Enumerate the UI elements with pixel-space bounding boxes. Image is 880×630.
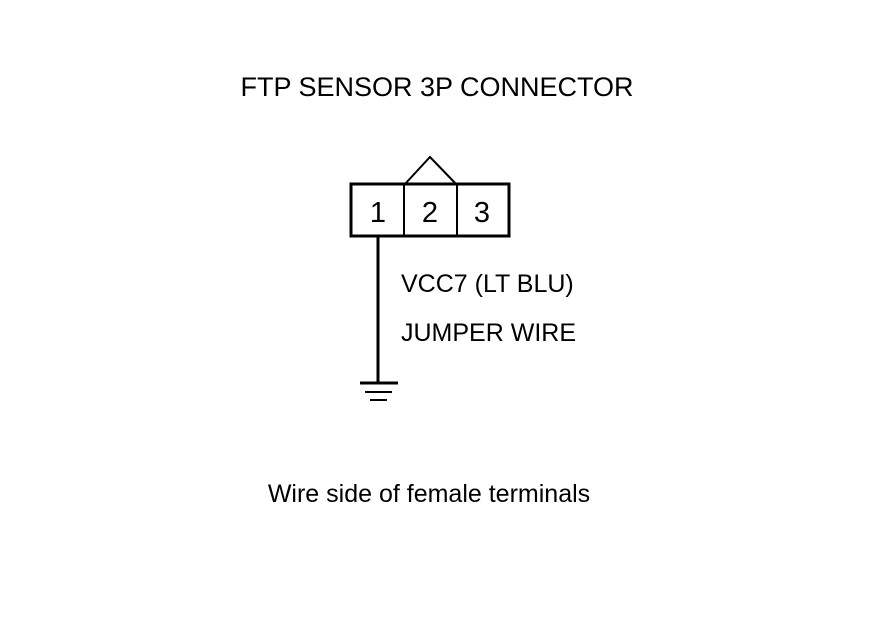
connector: 1 2 3 (349, 155, 511, 238)
diagram-title: FTP SENSOR 3P CONNECTOR (240, 72, 633, 102)
pin-number-3: 3 (474, 197, 490, 229)
wire-type-label: JUMPER WIRE (401, 319, 576, 347)
connector-lock-tab (404, 155, 457, 185)
wire-label: VCC7 (LT BLU) (401, 270, 574, 298)
ground-symbol-icon (360, 381, 398, 401)
connector-housing (349, 182, 511, 238)
pin-number-1: 1 (370, 197, 386, 229)
view-note: Wire side of female terminals (268, 480, 590, 508)
pin-number-2: 2 (422, 197, 438, 229)
